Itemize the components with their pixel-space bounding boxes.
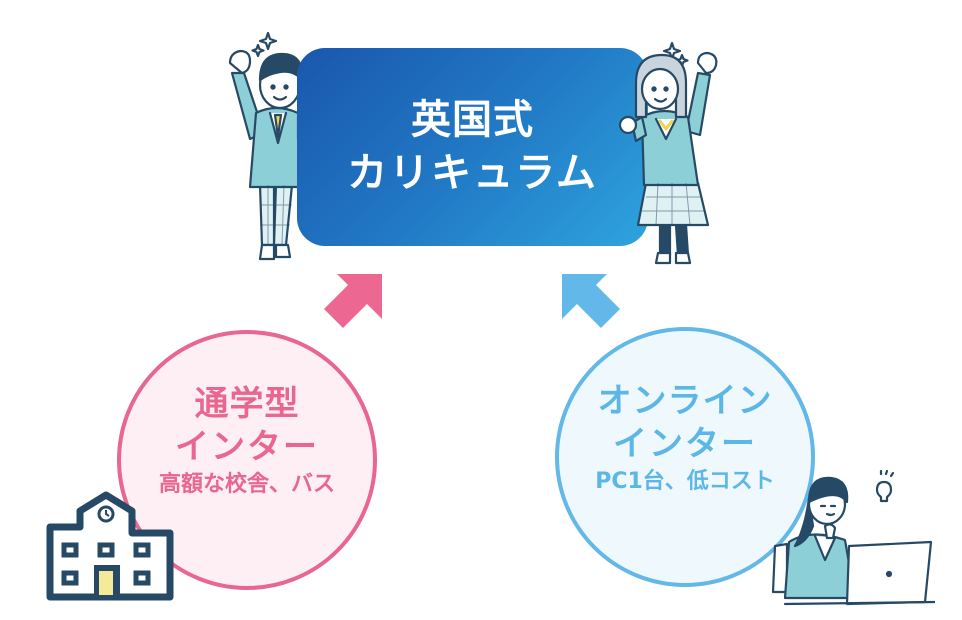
online-international-school-circle: オンライン インター PC1台、低コスト (555, 327, 815, 587)
british-curriculum-box: 英国式 カリキュラム (297, 48, 648, 246)
online-school-line1: オンライン (597, 381, 773, 421)
boy-student-icon (228, 31, 322, 261)
online-school-line2: インター (613, 424, 757, 464)
girl-student-icon (618, 41, 718, 265)
campus-school-line2: インター (175, 427, 319, 467)
campus-school-line1: 通学型 (194, 384, 300, 424)
woman-laptop-icon (771, 470, 935, 606)
online-school-note: PC1台、低コスト (595, 469, 775, 494)
campus-school-note: 高額な校舎、バス (158, 472, 335, 497)
arrow-blue (562, 274, 620, 328)
arrow-pink (324, 274, 382, 328)
school-building-icon (46, 491, 174, 601)
arrow-up-left-icon (562, 274, 620, 328)
curriculum-title-line2: カリキュラム (347, 150, 598, 196)
curriculum-title-line1: 英国式 (411, 97, 534, 143)
arrow-up-right-icon (324, 274, 382, 328)
